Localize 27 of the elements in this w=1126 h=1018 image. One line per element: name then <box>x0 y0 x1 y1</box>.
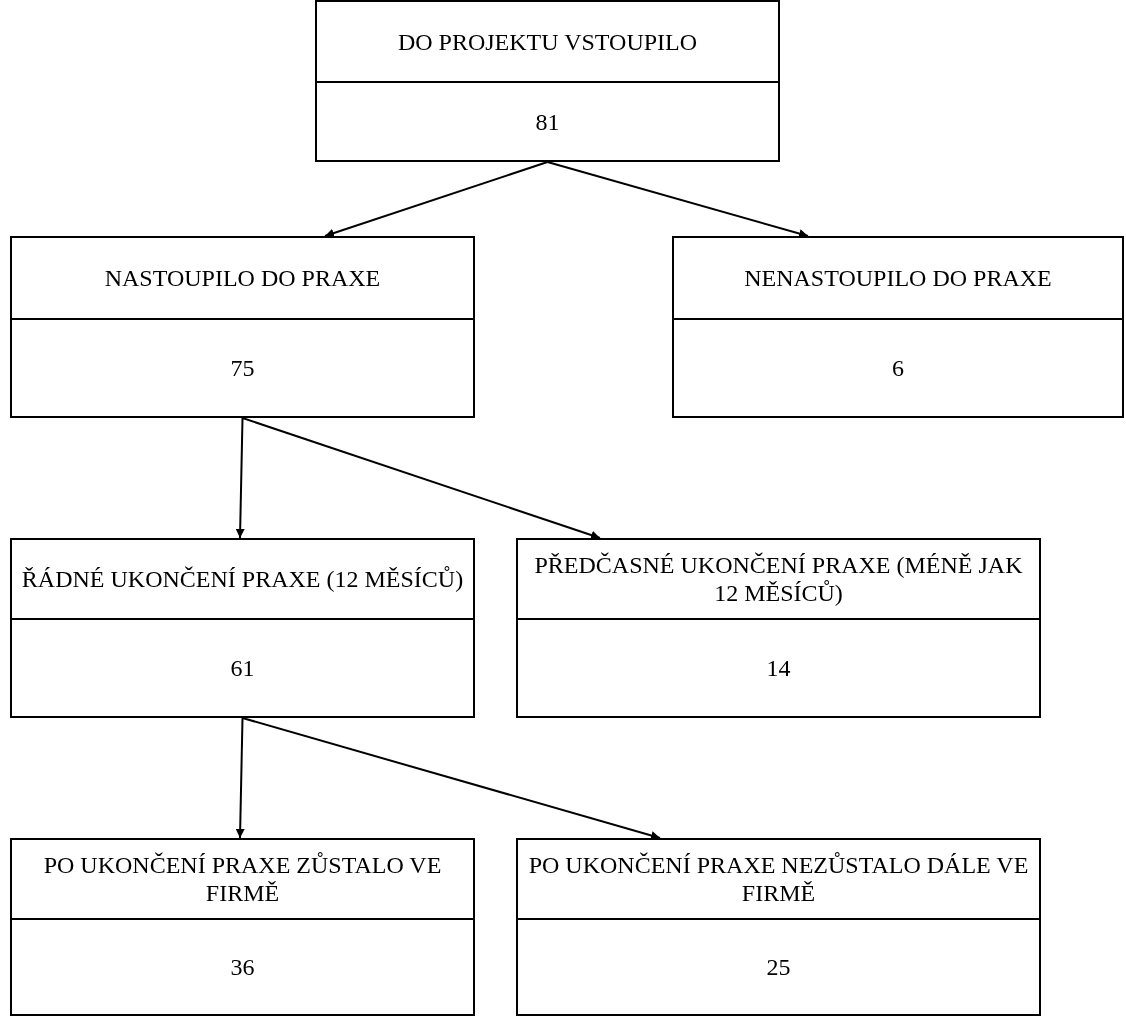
arrow <box>241 417 601 540</box>
box-heading: PO UKONČENÍ PRAXE ZŮSTALO VE FIRMĚ <box>42 851 443 907</box>
count-value: 75 <box>230 354 255 383</box>
box-heading: ŘÁDNÉ UKONČENÍ PRAXE (12 MĚSÍCŮ) <box>21 565 464 593</box>
arrow <box>235 717 245 839</box>
table-box <box>10 236 475 418</box>
count-value: 36 <box>230 953 255 982</box>
arrow <box>546 161 809 238</box>
table-box <box>516 538 1041 718</box>
box-heading: NASTOUPILO DO PRAXE <box>104 264 381 292</box>
table-box <box>672 236 1124 418</box>
arrow <box>324 161 549 238</box>
box-heading: NENASTOUPILO DO PRAXE <box>744 264 1052 292</box>
box-heading: PŘEDČASNÉ UKONČENÍ PRAXE (MÉNĚ JAK 12 MĚSÍCŮ) <box>533 551 1024 607</box>
count-value: 61 <box>230 654 255 683</box>
count-value: 6 <box>892 354 904 383</box>
count-value: 14 <box>766 654 791 683</box>
table-box <box>516 838 1041 1016</box>
arrow <box>241 717 661 840</box>
table-box <box>315 0 780 162</box>
count-value: 81 <box>535 107 560 137</box>
arrow <box>235 417 245 539</box>
count-value: 25 <box>766 953 791 982</box>
table-box <box>10 838 475 1016</box>
table-box <box>10 538 475 718</box>
box-heading: DO PROJEKTU VSTOUPILO <box>397 27 698 56</box>
box-heading: PO UKONČENÍ PRAXE NEZŮSTALO DÁLE VE FIRMĚ <box>527 851 1030 907</box>
